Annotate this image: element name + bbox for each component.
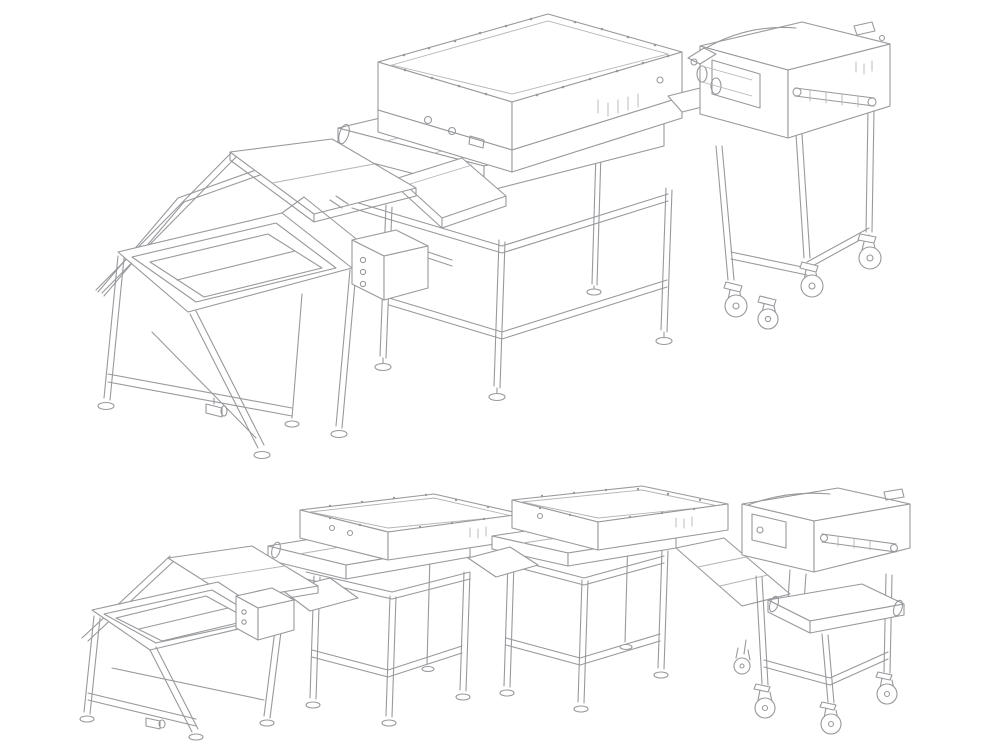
machine-a	[267, 493, 523, 580]
caster-wheel	[723, 281, 748, 318]
screw-dots	[328, 493, 490, 529]
machine-b-table	[499, 535, 669, 713]
outfeed-cart	[715, 109, 882, 330]
control-button	[359, 256, 367, 264]
chute-a-b	[467, 546, 539, 578]
vent-slots	[597, 93, 639, 117]
infeed-hopper	[95, 138, 417, 460]
figure-bottom-machine-line	[79, 485, 911, 741]
caster-wheel	[753, 683, 776, 719]
screw-dots	[402, 17, 670, 97]
display-panel	[883, 488, 905, 501]
control-button	[359, 280, 367, 288]
control-button	[241, 619, 247, 625]
caster-wheel	[799, 261, 824, 298]
hopper-control-box-bottom	[235, 587, 295, 641]
outfeed-body-bottom	[741, 487, 911, 573]
inclined-belt	[819, 533, 899, 553]
incline-conveyor	[675, 537, 791, 607]
caster-wheel	[875, 671, 898, 705]
hopper-control-box	[351, 229, 453, 301]
sorter-lid-box	[377, 13, 683, 173]
caster-wheel	[857, 233, 882, 270]
inclined-belt	[792, 87, 877, 108]
outfeed-machine	[667, 21, 891, 330]
control-button	[241, 609, 247, 615]
infeed-hopper-bottom	[79, 545, 319, 741]
outfeed-cart-bottom	[733, 573, 898, 735]
machine-a-table	[305, 555, 471, 727]
machine-b	[491, 485, 729, 567]
control-button	[359, 268, 367, 276]
screw-dots	[538, 487, 702, 519]
outfeed-body	[687, 21, 891, 139]
display-panel	[853, 21, 876, 36]
drain-valve	[205, 397, 228, 418]
sorter-table-frame	[351, 151, 673, 402]
outfeed-machine-bottom	[733, 487, 911, 735]
drain-valve	[145, 717, 166, 730]
caster-wheel	[733, 639, 751, 675]
takeaway-conveyor	[767, 569, 905, 634]
figure-top-machine-line	[95, 13, 891, 460]
caster-wheel	[757, 295, 779, 330]
caster-wheel	[819, 701, 842, 735]
